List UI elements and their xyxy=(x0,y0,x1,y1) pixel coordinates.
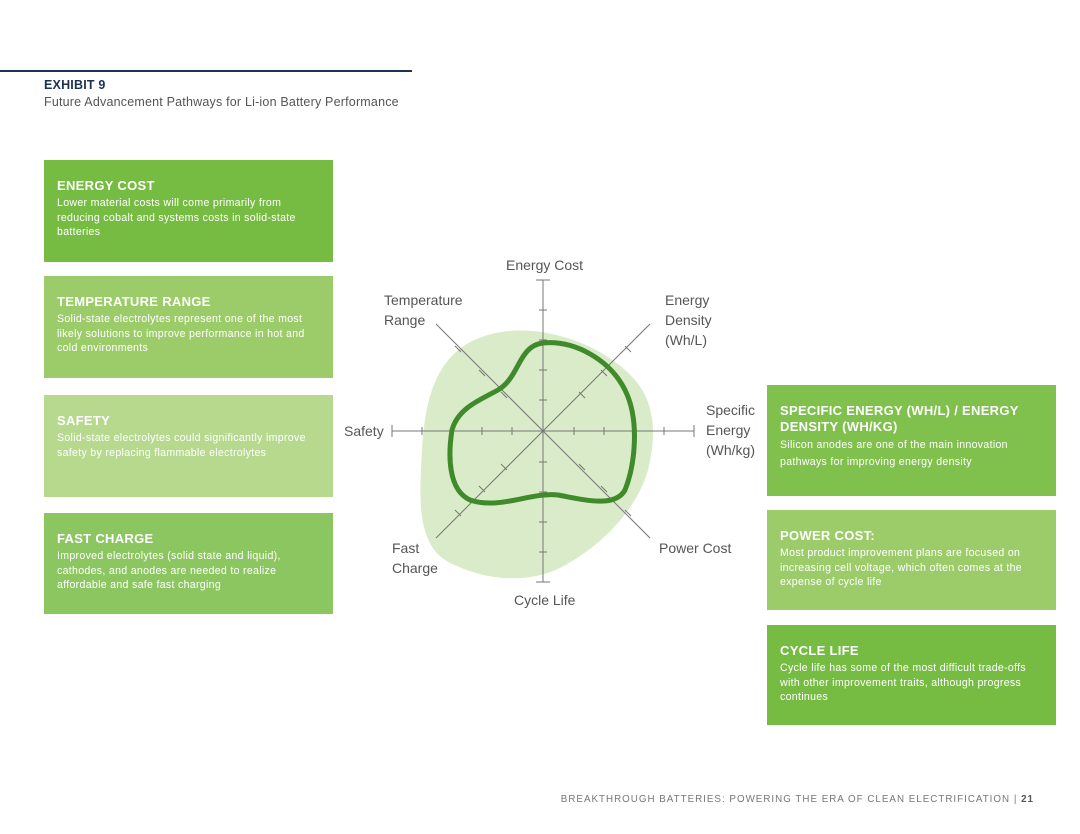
card-temperature-range: TEMPERATURE RANGE Solid-state electrolyt… xyxy=(44,276,333,378)
future-performance-area xyxy=(420,330,654,579)
axis-label-temperature-range: Temperature Range xyxy=(384,290,463,330)
axis-label-line: Energy xyxy=(706,422,751,438)
card-title: TEMPERATURE RANGE xyxy=(57,294,211,309)
card-cycle-life: CYCLE LIFE Cycle life has some of the mo… xyxy=(767,625,1056,725)
exhibit-label: EXHIBIT 9 xyxy=(44,78,106,92)
card-text: Cycle life has some of the most difficul… xyxy=(780,662,1027,704)
page-number: 21 xyxy=(1021,794,1034,805)
axis-label-cycle-life: Cycle Life xyxy=(514,592,576,608)
card-title: POWER COST: xyxy=(780,528,876,543)
card-energy-cost: ENERGY COST Lower material costs will co… xyxy=(44,160,333,262)
card-specific-energy: SPECIFIC ENERGY (WH/L) / ENERGY DENSITY … xyxy=(767,385,1056,496)
axis-label-line: Density xyxy=(665,312,712,328)
card-text: Silicon anodes are one of the main innov… xyxy=(780,439,1008,468)
axis-label-line: Charge xyxy=(392,560,438,576)
card-text: Most product improvement plans are focus… xyxy=(780,547,1022,589)
card-title: CYCLE LIFE xyxy=(780,643,859,658)
card-power-cost: POWER COST: Most product improvement pla… xyxy=(767,510,1056,610)
card-title: SPECIFIC ENERGY (WH/L) / ENERGY DENSITY … xyxy=(780,403,1019,434)
card-text: Solid-state electrolytes could significa… xyxy=(57,432,306,459)
footer-text: BREAKTHROUGH BATTERIES: POWERING THE ERA… xyxy=(560,794,1022,805)
card-safety: SAFETY Solid-state electrolytes could si… xyxy=(44,395,333,497)
radar-chart: Energy Cost Energy Density (Wh/L) Specif… xyxy=(330,250,760,630)
axis-label-energy-cost: Energy Cost xyxy=(506,257,584,273)
card-text: Solid-state electrolytes represent one o… xyxy=(57,313,305,355)
card-title: ENERGY COST xyxy=(57,178,155,193)
card-title: FAST CHARGE xyxy=(57,531,154,546)
axis-label-line: (Wh/L) xyxy=(665,332,707,348)
card-text: Lower material costs will come primarily… xyxy=(57,197,296,239)
card-text: Improved electrolytes (solid state and l… xyxy=(57,550,281,592)
header-rule xyxy=(0,70,412,72)
exhibit-subtitle: Future Advancement Pathways for Li-ion B… xyxy=(44,95,399,109)
axis-label-line: Temperature xyxy=(384,292,463,308)
axis-label-fast-charge: Fast Charge xyxy=(392,538,438,578)
axis-label-line: Range xyxy=(384,312,426,328)
current-performance-outline xyxy=(447,340,637,506)
axis-label-line: Energy xyxy=(665,292,710,308)
axis-label-line: (Wh/kg) xyxy=(706,442,755,458)
axis-label-safety: Safety xyxy=(344,423,384,439)
card-fast-charge: FAST CHARGE Improved electrolytes (solid… xyxy=(44,513,333,614)
axis-label-line: Specific xyxy=(706,402,756,418)
axis-label-line: Fast xyxy=(392,540,420,556)
radar-svg xyxy=(391,279,695,583)
axis-label-power-cost: Power Cost xyxy=(659,540,732,556)
card-title: SAFETY xyxy=(57,413,111,428)
axis-label-energy-density: Energy Density (Wh/L) xyxy=(665,290,712,350)
axis-label-specific-energy: Specific Energy (Wh/kg) xyxy=(706,400,755,460)
page-footer: BREAKTHROUGH BATTERIES: POWERING THE ERA… xyxy=(561,794,1034,805)
